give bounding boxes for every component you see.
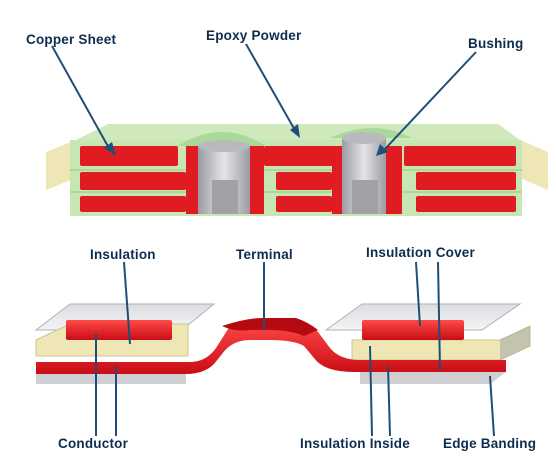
terminal-assembly [34, 303, 531, 384]
label-epoxy-powder: Epoxy Powder [206, 28, 302, 43]
leader-lines [51, 43, 495, 437]
label-bushing: Bushing [468, 36, 524, 51]
bushing-left [178, 132, 266, 214]
label-insulation-inside: Insulation Inside [300, 436, 410, 451]
cream-edge-left [46, 140, 76, 190]
cream-edge-right [520, 140, 548, 190]
label-insulation-cover: Insulation Cover [366, 245, 475, 260]
laminated-busbar [46, 124, 548, 216]
label-copper-sheet: Copper Sheet [26, 32, 117, 47]
label-edge-banding: Edge Banding [443, 436, 537, 451]
label-terminal: Terminal [236, 247, 293, 262]
copper-layers [80, 146, 516, 214]
label-conductor: Conductor [58, 436, 129, 451]
conductor-sheet [36, 320, 506, 374]
label-insulation: Insulation [90, 247, 156, 262]
